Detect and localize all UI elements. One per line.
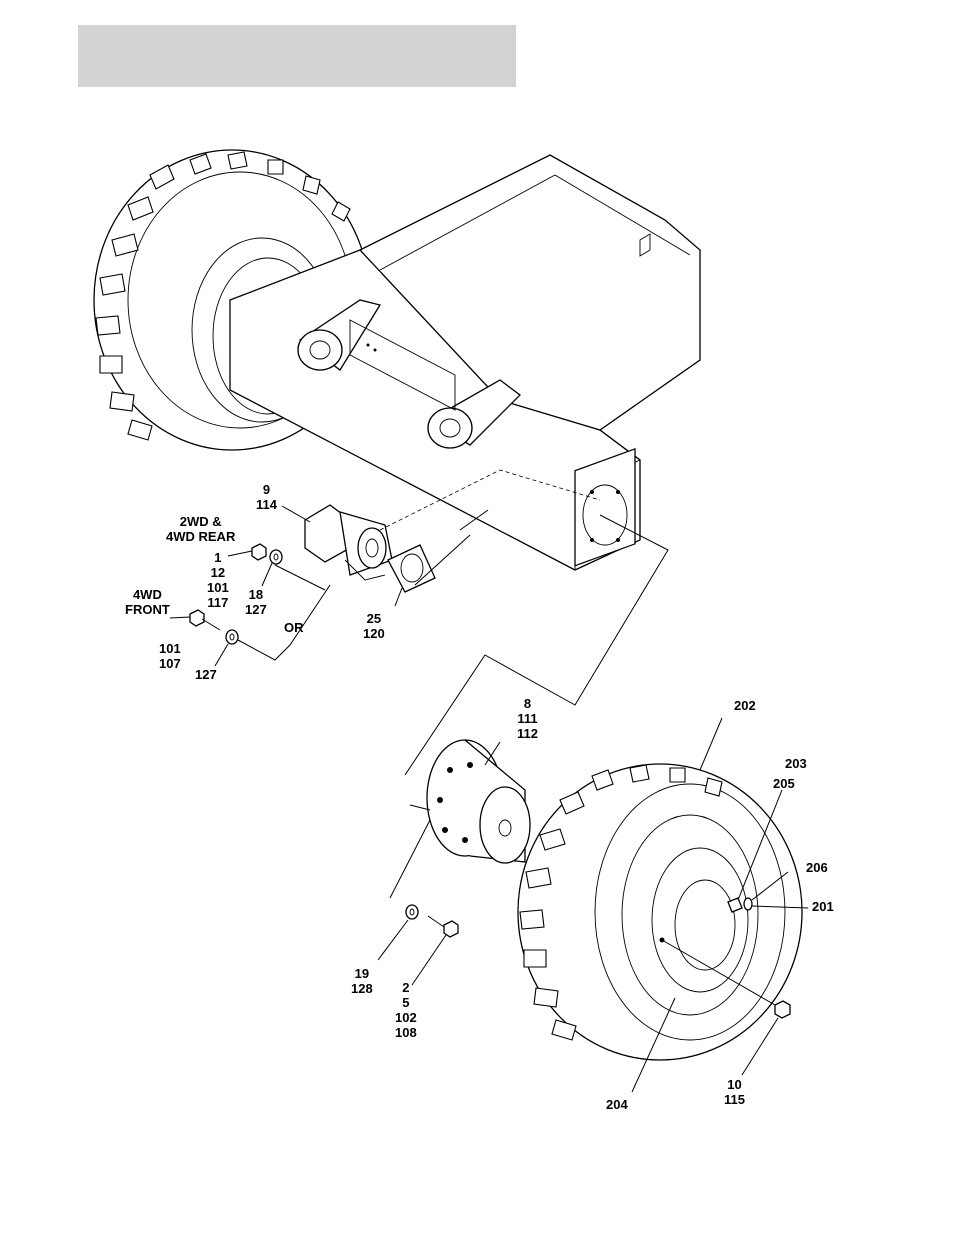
right-tire (518, 764, 802, 1060)
callout-201: 201 (812, 899, 834, 914)
washer (270, 550, 282, 564)
callout-204: 204 (606, 1097, 628, 1112)
gasket (388, 545, 435, 592)
callout-205: 205 (773, 776, 795, 791)
lug-nut (775, 1001, 790, 1018)
callout-202: 202 (734, 698, 756, 713)
callout-203: 203 (785, 756, 807, 771)
nut (252, 544, 266, 560)
hydraulic-motor (305, 505, 392, 580)
bolt (190, 610, 204, 626)
callout-2wd-4wd-rear: 2WD &4WD REAR (166, 514, 235, 544)
washer (406, 905, 418, 919)
callout-206: 206 (806, 860, 828, 875)
planetary-hub (427, 740, 530, 863)
bolt (444, 921, 458, 937)
callout-or: OR (284, 620, 304, 635)
callout-127: 127 (195, 667, 217, 682)
washer (226, 630, 238, 644)
